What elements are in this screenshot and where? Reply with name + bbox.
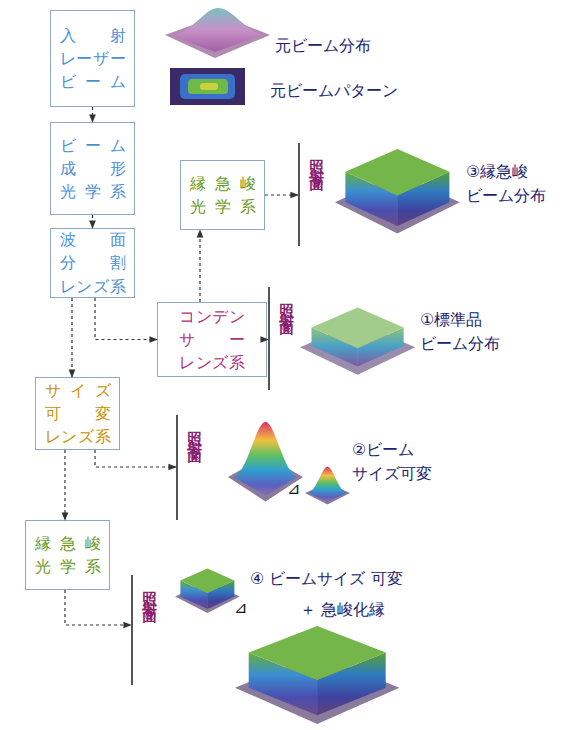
box-label: サイズ 可変 レンズ系: [45, 379, 111, 449]
flow-arrow: [65, 590, 131, 625]
surface-label: 照射面①: [277, 291, 296, 345]
delta-symbol: ⊿: [287, 477, 300, 501]
flow-arrow: [265, 194, 298, 195]
process-box: 縁急峻 光学系: [25, 520, 110, 590]
callout-label: 元ビームパターン: [270, 79, 398, 103]
callout-label: ④ ビームサイズ 可変: [250, 567, 403, 591]
original-beam-pattern: [170, 68, 245, 105]
steep-edge-profile: [175, 569, 240, 614]
callout-label: ③縁急峻 ビーム分布: [466, 160, 566, 208]
delta-symbol: ⊿: [234, 596, 247, 620]
variable-size-profile: [305, 467, 350, 505]
process-box: コンデン サー レンズ系: [157, 302, 267, 377]
callout-label: ＋ 急峻化縁: [300, 598, 385, 622]
flow-arrow: [92, 215, 93, 228]
flow-arrow: [95, 450, 176, 467]
box-label: 入射 レーザー ビーム: [60, 24, 126, 94]
steep-edge-profile: [335, 149, 460, 234]
box-label: コンデン サー レンズ系: [179, 305, 245, 375]
box-label: ビーム 成形 光学系: [60, 134, 126, 204]
callout-label: ②ビーム サイズ可変: [352, 438, 452, 486]
flow-arrow: [64, 450, 65, 520]
process-box: 波面 分割 レンズ系: [50, 228, 135, 298]
box-label: 縁急峻 光学系: [35, 532, 101, 578]
irradiation-surface: 照射面④: [131, 575, 156, 685]
process-box: 縁急峻 光学系: [180, 160, 265, 230]
flow-arrow: [95, 298, 157, 340]
process-box: ビーム 成形 光学系: [50, 122, 135, 215]
flow-arrow: [71, 298, 72, 377]
surface-label: 照射面④: [140, 579, 159, 633]
box-label: 縁急峻 光学系: [190, 172, 256, 218]
irradiation-surface: 照射面③: [298, 143, 323, 246]
process-box: 入射 レーザー ビーム: [50, 10, 135, 107]
irradiation-surface: 照射面①: [268, 287, 293, 390]
steep-edge-profile: [235, 626, 399, 724]
callout-label: ①標準品 ビーム分布: [420, 308, 520, 356]
flow-arrow: [92, 107, 93, 122]
variable-size-profile: [228, 422, 303, 502]
irradiation-surface: 照射面②: [176, 415, 201, 520]
callout-label: 元ビーム分布: [275, 34, 371, 58]
surface-label: 照射面③: [307, 147, 326, 201]
process-box: サイズ 可変 レンズ系: [35, 377, 120, 450]
flow-arrow: [199, 230, 200, 302]
box-label: 波面 分割 レンズ系: [60, 228, 126, 298]
standard-profile: [300, 307, 415, 374]
flow-arrow: [267, 339, 268, 340]
surface-label: 照射面②: [185, 419, 204, 473]
original-beam-profile: [165, 8, 270, 58]
